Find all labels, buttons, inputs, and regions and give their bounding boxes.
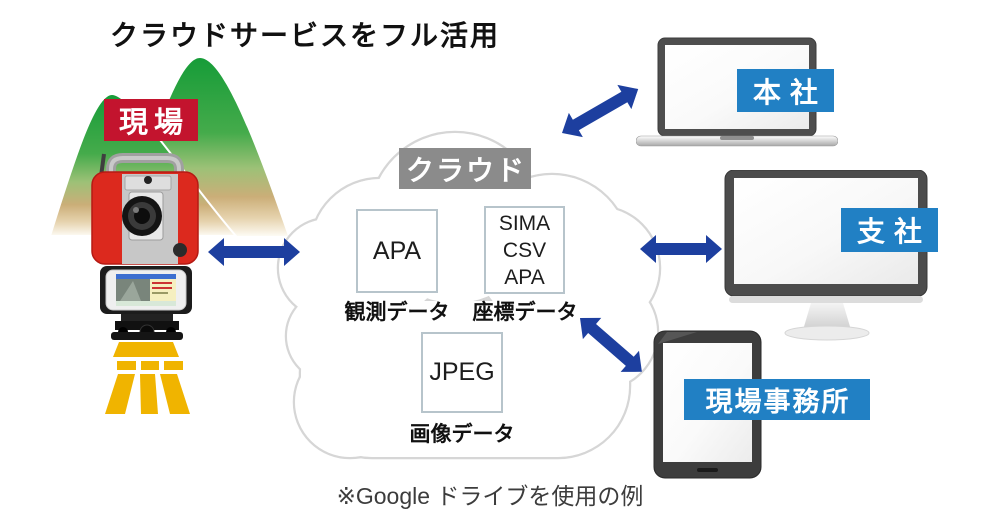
data-box-line: JPEG bbox=[429, 358, 495, 386]
diagram-title: クラウドサービスをフル活用 bbox=[110, 20, 501, 51]
site-office-label: 現場事務所 bbox=[684, 379, 870, 420]
cloud-label: クラウド bbox=[399, 148, 531, 189]
double-arrow-cloud-tablet bbox=[580, 317, 642, 372]
headquarters-label: 本社 bbox=[737, 69, 834, 112]
field-label: 現場 bbox=[104, 99, 198, 141]
footnote: ※Google ドライブを使用の例 bbox=[336, 483, 644, 509]
double-arrow-cloud-laptop bbox=[562, 84, 639, 138]
data-box-coordinates: SIMA CSV APA bbox=[484, 206, 565, 294]
data-box-line: APA bbox=[504, 265, 545, 289]
double-arrow-cloud-desktop bbox=[640, 235, 722, 263]
data-box-line: APA bbox=[372, 236, 422, 265]
data-box-line: CSV bbox=[502, 238, 547, 262]
total-station-icon bbox=[85, 150, 205, 418]
data-box-observation: APA bbox=[356, 209, 438, 293]
desktop-monitor-icon bbox=[723, 170, 931, 342]
double-arrow-field-cloud bbox=[208, 238, 300, 266]
caption-coordinate-data: 座標データ bbox=[472, 301, 578, 324]
caption-observation-data: 観測データ bbox=[344, 301, 450, 324]
branch-office-label: 支社 bbox=[841, 208, 938, 252]
caption-image-data: 画像データ bbox=[409, 423, 515, 446]
data-box-image: JPEG bbox=[421, 332, 503, 413]
data-box-line: SIMA bbox=[498, 211, 551, 235]
tripod-icon bbox=[105, 342, 190, 414]
